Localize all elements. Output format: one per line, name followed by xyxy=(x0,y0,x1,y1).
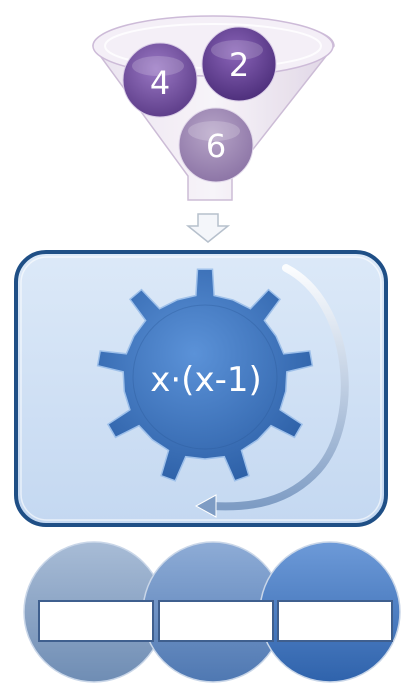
output-box-2 xyxy=(158,600,274,642)
ball-2: 2 xyxy=(201,26,277,102)
down-arrow-icon xyxy=(185,213,231,243)
gear-icon xyxy=(96,268,314,482)
ball-4: 4 xyxy=(122,42,198,118)
ball-label: 4 xyxy=(150,64,170,102)
output-box-3 xyxy=(277,600,393,642)
ball-6: 6 xyxy=(178,107,254,183)
ball-label: 6 xyxy=(206,127,226,165)
formula-label: x·(x-1) xyxy=(150,360,261,400)
rotation-arrow-icon xyxy=(194,264,349,518)
ball-label: 2 xyxy=(229,46,249,84)
output-box-1 xyxy=(38,600,154,642)
